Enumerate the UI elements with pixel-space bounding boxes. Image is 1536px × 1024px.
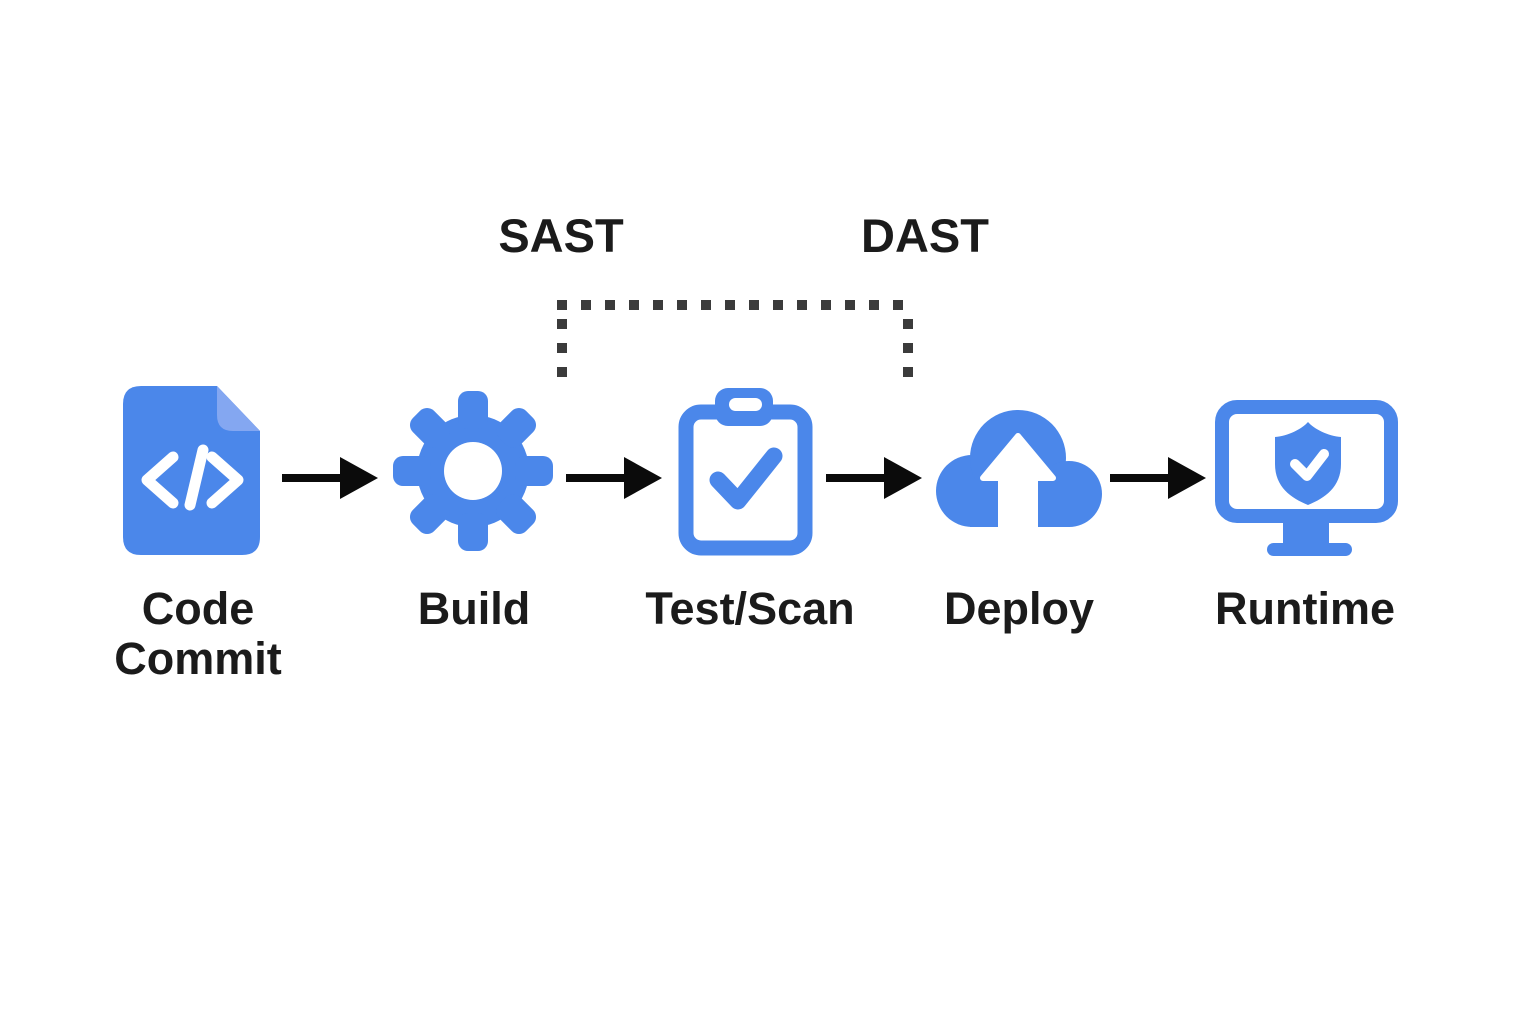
clipboard-check-icon bbox=[678, 388, 813, 556]
flow-arrow-icon bbox=[282, 457, 378, 499]
flow-arrow-icon bbox=[826, 457, 922, 499]
stage-label-build: Build bbox=[417, 583, 531, 634]
stage-label-test-scan: Test/Scan bbox=[645, 583, 855, 634]
dotted-bracket bbox=[557, 300, 915, 386]
flow-arrow-icon bbox=[1110, 457, 1206, 499]
stage-label-runtime: Runtime bbox=[1215, 583, 1395, 634]
monitor-shield-icon bbox=[1215, 400, 1398, 556]
gear-icon bbox=[393, 391, 553, 551]
stage-label-deploy: Deploy bbox=[943, 583, 1095, 634]
stage-label-code-commit: Code Commit bbox=[114, 583, 282, 684]
code-file-icon bbox=[123, 386, 260, 555]
cloud-upload-icon bbox=[936, 410, 1102, 535]
sast-label: SAST bbox=[498, 209, 624, 262]
dast-label: DAST bbox=[861, 209, 989, 262]
flow-arrow-icon bbox=[566, 457, 662, 499]
